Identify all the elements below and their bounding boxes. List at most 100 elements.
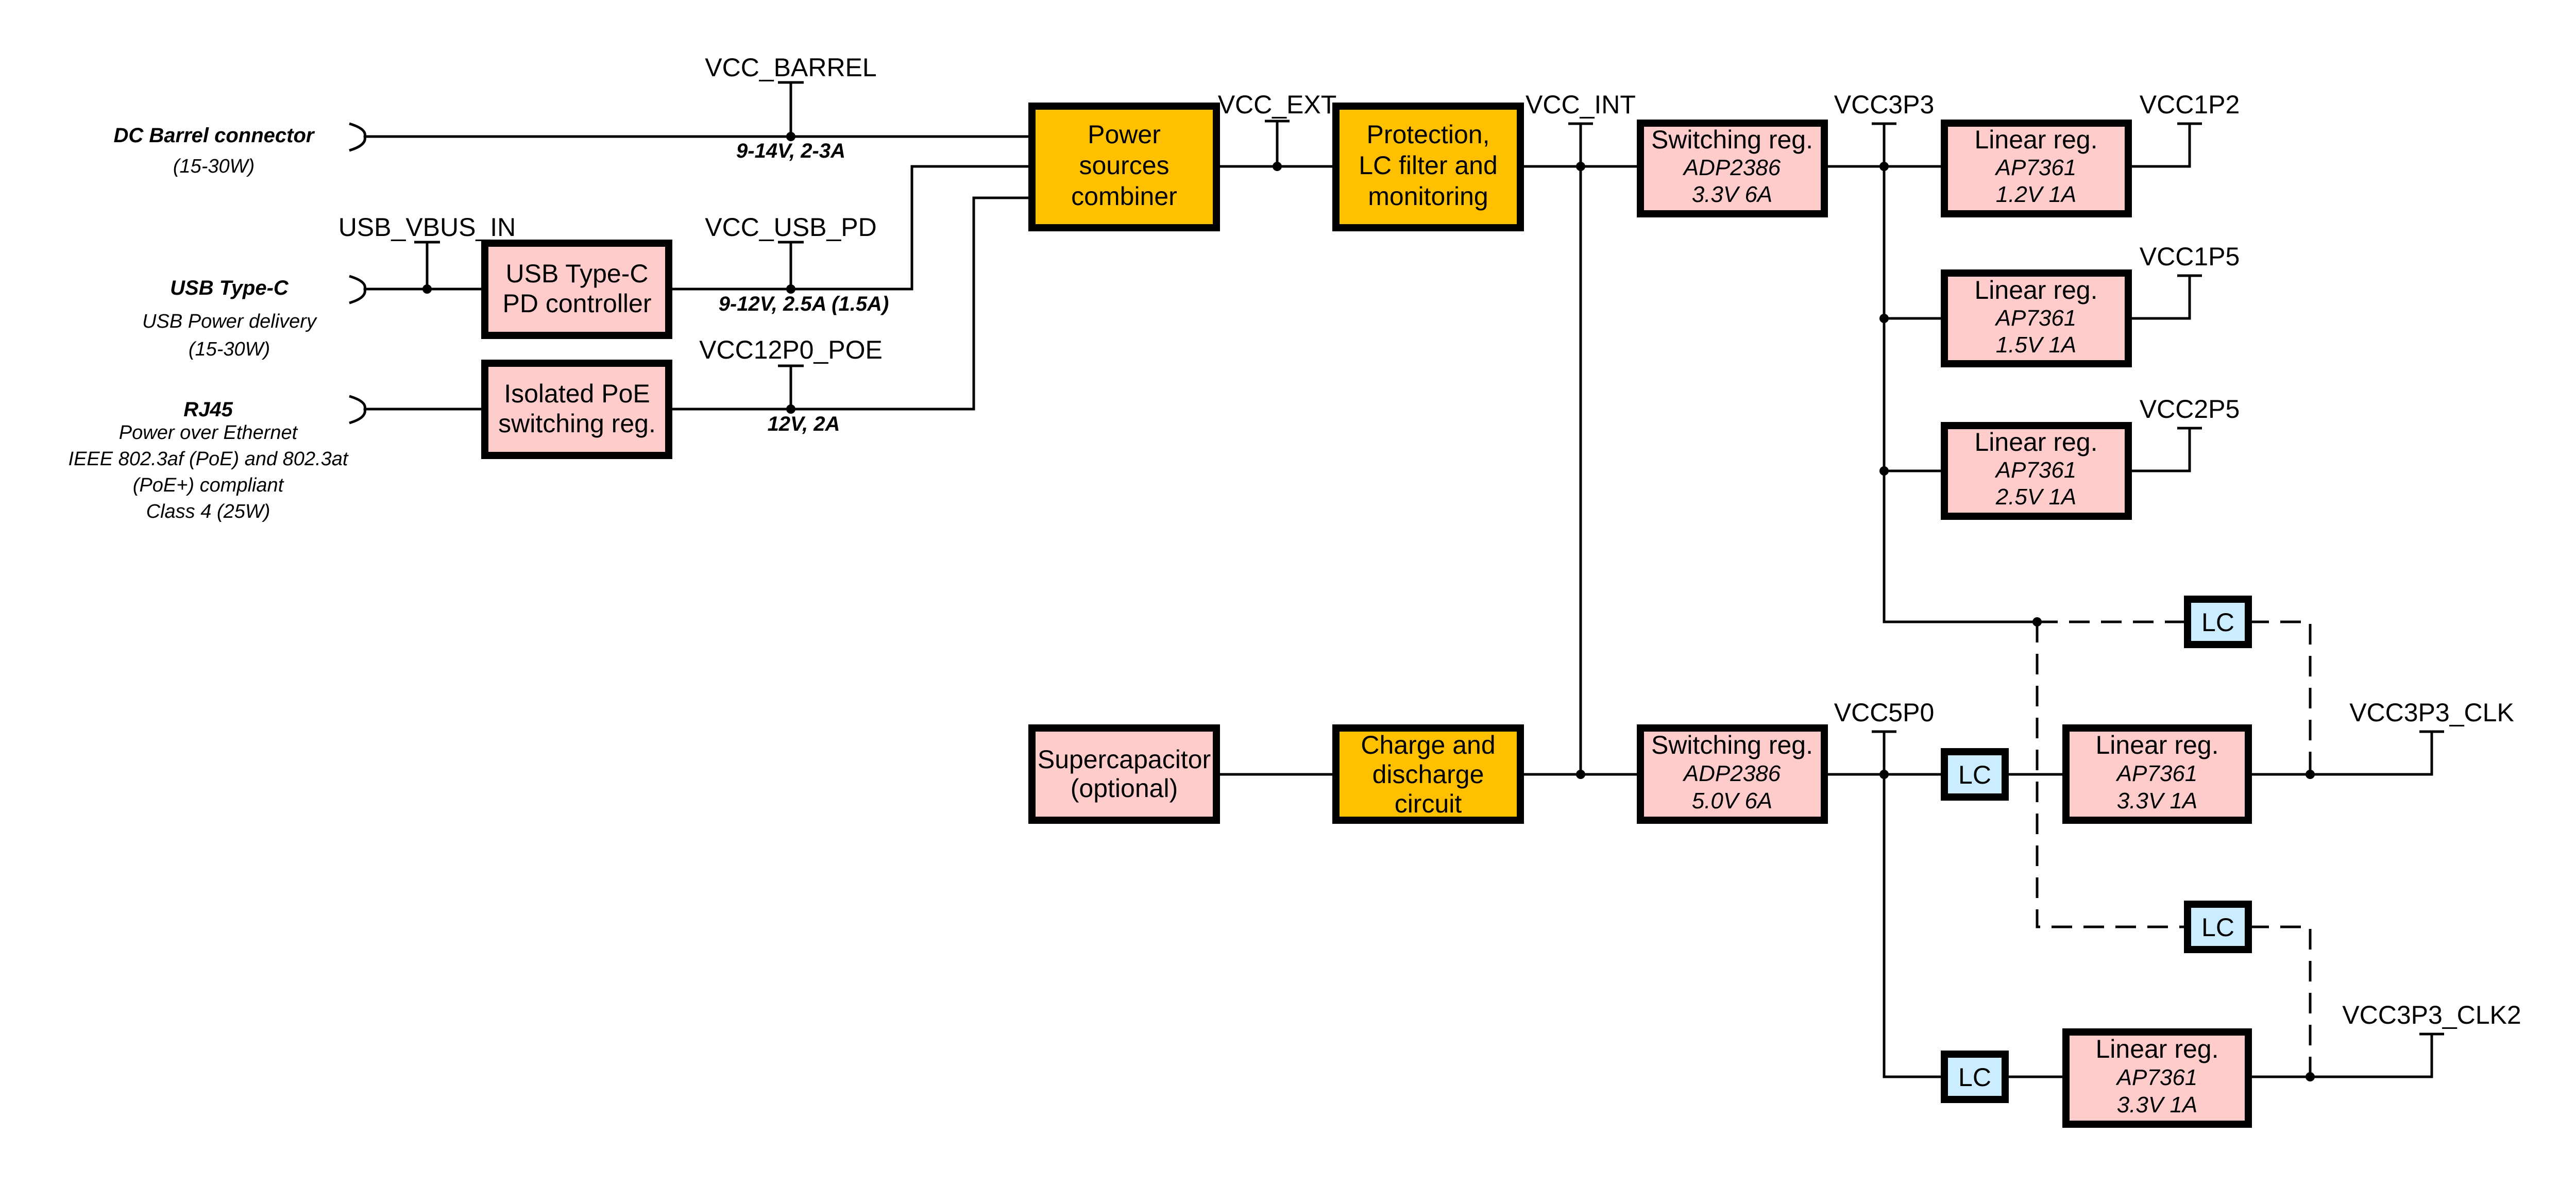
block-linear-reg-1v2: Linear reg. AP7361 1.2V 1A xyxy=(1941,120,2132,217)
net-label-vcc1p2: VCC1P2 xyxy=(2140,90,2240,119)
lc-filter-optional-clk: LC xyxy=(2184,596,2252,648)
block-title: Switching reg. xyxy=(1651,731,1813,759)
block-linear-reg-1v5: Linear reg. AP7361 1.5V 1A xyxy=(1941,269,2132,367)
spec-labels: 9-14V, 2-3A 9-12V, 2.5A (1.5A) 12V, 2A xyxy=(719,140,889,435)
wire-vcc1p5 xyxy=(2128,276,2191,320)
stub-usb-vbus-in xyxy=(414,241,440,289)
spec-barrel: 9-14V, 2-3A xyxy=(736,140,845,162)
block-label-line: combiner xyxy=(1071,182,1177,211)
net-label-vcc-ext: VCC_EXT xyxy=(1218,90,1337,119)
lc-label: LC xyxy=(1958,760,1991,789)
block-title: Linear reg. xyxy=(1974,428,2097,456)
net-label-vcc1p5: VCC1P5 xyxy=(2140,242,2240,271)
source-labels: DC Barrel connector (15-30W) USB Type-C … xyxy=(69,124,349,522)
source-usb-c-sub-2: (15-30W) xyxy=(189,338,270,360)
spec-usb-pd: 9-12V, 2.5A (1.5A) xyxy=(719,293,889,315)
block-label-line: Power xyxy=(1088,120,1161,149)
stub-vcc-barrel xyxy=(778,81,804,137)
lc-label: LC xyxy=(2201,608,2234,637)
block-label-line: USB Type-C xyxy=(506,259,649,288)
junction-dot xyxy=(2306,770,2315,779)
wire-vcc1p2 xyxy=(2128,124,2191,168)
source-rj45-sub-4: Class 4 (25W) xyxy=(146,501,270,522)
block-label-line: circuit xyxy=(1395,789,1462,818)
block-supercapacitor: Supercapacitor (optional) xyxy=(1028,724,1220,824)
wire-vcc3p3-bus xyxy=(1883,124,2037,623)
block-title: Linear reg. xyxy=(2095,731,2218,759)
block-label-line: Protection, xyxy=(1366,120,1489,149)
block-part: AP7361 xyxy=(1994,306,2077,331)
net-label-vcc12p0-poe: VCC12P0_POE xyxy=(699,335,883,364)
block-title: Linear reg. xyxy=(2095,1035,2218,1063)
block-label-line: Supercapacitor xyxy=(1038,745,1211,774)
block-label-line: monitoring xyxy=(1368,182,1488,211)
source-usb-c-sub-1: USB Power delivery xyxy=(142,311,317,332)
wire-vcc3p3-clk2 xyxy=(2248,1034,2433,1078)
net-label-vcc-barrel: VCC_BARREL xyxy=(705,53,876,82)
source-rj45-title: RJ45 xyxy=(183,398,233,421)
junction-dot xyxy=(1576,770,1585,779)
net-label-usb-vbus-in: USB_VBUS_IN xyxy=(338,213,516,242)
block-part: AP7361 xyxy=(2115,761,2198,786)
block-part: AP7361 xyxy=(2115,1065,2198,1090)
block-rating: 3.3V 1A xyxy=(2117,1092,2198,1118)
block-label-line: discharge xyxy=(1372,760,1484,789)
block-title: Linear reg. xyxy=(1974,276,2097,304)
dashed-optional-lc-top xyxy=(2037,620,2312,774)
lc-filter-optional-clk2: LC xyxy=(2184,901,2252,953)
wire-poe-out xyxy=(669,196,1032,411)
block-part: ADP2386 xyxy=(1682,155,1781,180)
block-label-line: Isolated PoE xyxy=(504,379,650,408)
source-dc-barrel-sub: (15-30W) xyxy=(173,156,255,177)
block-rating: 1.2V 1A xyxy=(1996,182,2077,207)
junctions xyxy=(422,132,2315,1081)
block-label-line: (optional) xyxy=(1071,774,1178,803)
source-usb-c-title: USB Type-C xyxy=(170,277,289,299)
net-label-vcc-usb-pd: VCC_USB_PD xyxy=(705,213,876,242)
block-linear-reg-2v5: Linear reg. AP7361 2.5V 1A xyxy=(1941,422,2132,520)
block-linear-reg-clk2: Linear reg. AP7361 3.3V 1A xyxy=(2062,1028,2252,1128)
stub-vcc-ext xyxy=(1265,120,1290,166)
junction-dot xyxy=(786,404,795,414)
block-switching-reg-5v0: Switching reg. ADP2386 5.0V 6A xyxy=(1637,724,1828,824)
lc-label: LC xyxy=(1958,1063,1991,1092)
net-label-vcc3p3: VCC3P3 xyxy=(1834,90,1935,119)
spec-poe: 12V, 2A xyxy=(768,413,840,435)
source-rj45-sub-3: (PoE+) compliant xyxy=(133,475,284,496)
junction-dot xyxy=(786,132,795,141)
block-rating: 5.0V 6A xyxy=(1692,788,1773,814)
block-title: Linear reg. xyxy=(1974,125,2097,154)
net-label-vcc3p3-clk: VCC3P3_CLK xyxy=(2349,698,2514,727)
lc-label: LC xyxy=(2201,913,2234,942)
junction-dot xyxy=(2306,1072,2315,1081)
block-protection-filter-monitoring: Protection, LC filter and monitoring xyxy=(1332,103,1524,231)
junction-dot xyxy=(422,284,432,294)
block-rating: 1.5V 1A xyxy=(1996,332,2077,358)
block-label-line: Charge and xyxy=(1361,731,1495,759)
block-label-line: sources xyxy=(1079,151,1169,180)
junction-dot xyxy=(1879,162,1889,171)
wire-vcc2p5 xyxy=(2128,428,2191,472)
source-dc-barrel-title: DC Barrel connector xyxy=(114,124,315,147)
stub-vcc12p0-poe xyxy=(778,364,804,409)
block-switching-reg-3v3: Switching reg. ADP2386 3.3V 6A xyxy=(1637,120,1828,217)
junction-dot xyxy=(1576,162,1585,171)
junction-dot xyxy=(1879,466,1889,476)
lc-filter-5v0-clk2: LC xyxy=(1941,1051,2009,1103)
junction-dot xyxy=(786,284,795,294)
junction-dot xyxy=(2032,617,2042,627)
dashed-optional-lc-bottom xyxy=(2036,622,2312,1077)
block-label-line: PD controller xyxy=(503,289,652,318)
rj45-connector-icon xyxy=(349,395,366,425)
wire-vcc5p0-bus xyxy=(1883,732,1944,1078)
junction-dot xyxy=(1273,162,1282,171)
net-label-vcc2p5: VCC2P5 xyxy=(2140,395,2240,424)
block-power-sources-combiner: Power sources combiner xyxy=(1028,103,1220,231)
net-stubs xyxy=(414,81,2444,1036)
net-label-vcc5p0: VCC5P0 xyxy=(1834,698,1935,727)
net-label-vcc-int: VCC_INT xyxy=(1526,90,1636,119)
block-label-line: LC filter and xyxy=(1359,151,1498,180)
net-labels: VCC_BARREL USB_VBUS_IN VCC_USB_PD VCC12P… xyxy=(338,53,2521,1029)
block-title: Switching reg. xyxy=(1651,125,1813,154)
